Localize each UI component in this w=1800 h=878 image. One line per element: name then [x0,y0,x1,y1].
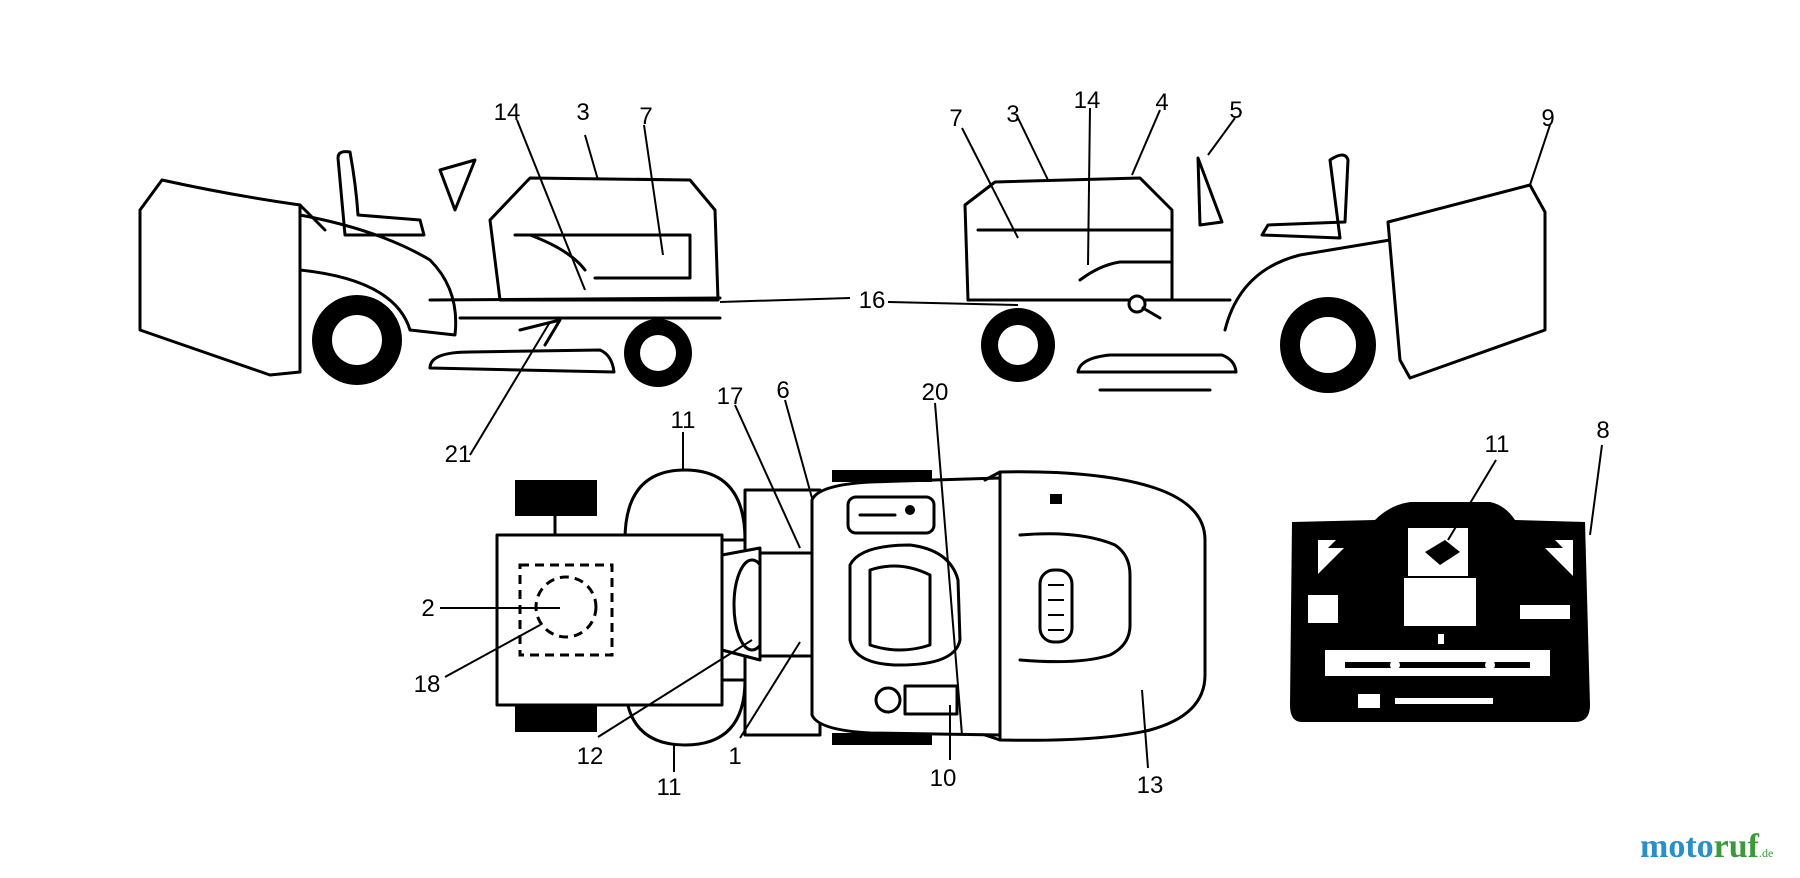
callout-3-right: 3 [1006,101,1019,128]
callout-3-left: 3 [576,99,589,126]
callout-5: 5 [1229,97,1242,124]
callout-7-left: 7 [639,103,652,130]
callout-13: 13 [1137,772,1164,799]
callout-18: 18 [414,671,441,698]
callout-20: 20 [922,379,949,406]
callout-2: 2 [421,595,434,622]
callout-4: 4 [1155,89,1168,116]
callout-11-bottom: 11 [657,774,682,801]
mower-top-view [495,468,1207,747]
callout-17: 17 [717,383,744,410]
callout-14-right: 14 [1074,87,1101,114]
callout-11-top: 11 [671,407,696,434]
callout-10: 10 [930,765,957,792]
callout-7-right: 7 [949,105,962,132]
callout-6: 6 [776,377,789,404]
mower-side-view-left [138,150,722,387]
motoruf-watermark: motoruf.de [1640,828,1773,866]
callout-8: 8 [1596,417,1609,444]
callout-21: 21 [445,441,472,468]
watermark-suffix: .de [1758,846,1774,860]
watermark-moto: moto [1640,828,1714,865]
mower-side-view-right [963,153,1547,393]
callout-14-left: 14 [494,99,521,126]
callout-1: 1 [728,743,741,770]
callout-9: 9 [1541,105,1554,132]
callout-11-panel: 11 [1485,431,1510,458]
callout-labels: 14 3 7 21 16 7 3 14 4 5 9 11 17 6 20 2 1… [414,87,1610,801]
control-panel-decal [1290,502,1590,722]
leader-lines [440,107,1603,772]
watermark-ruf: ruf [1713,828,1759,865]
callout-12: 12 [577,743,604,770]
callout-16: 16 [859,287,886,314]
